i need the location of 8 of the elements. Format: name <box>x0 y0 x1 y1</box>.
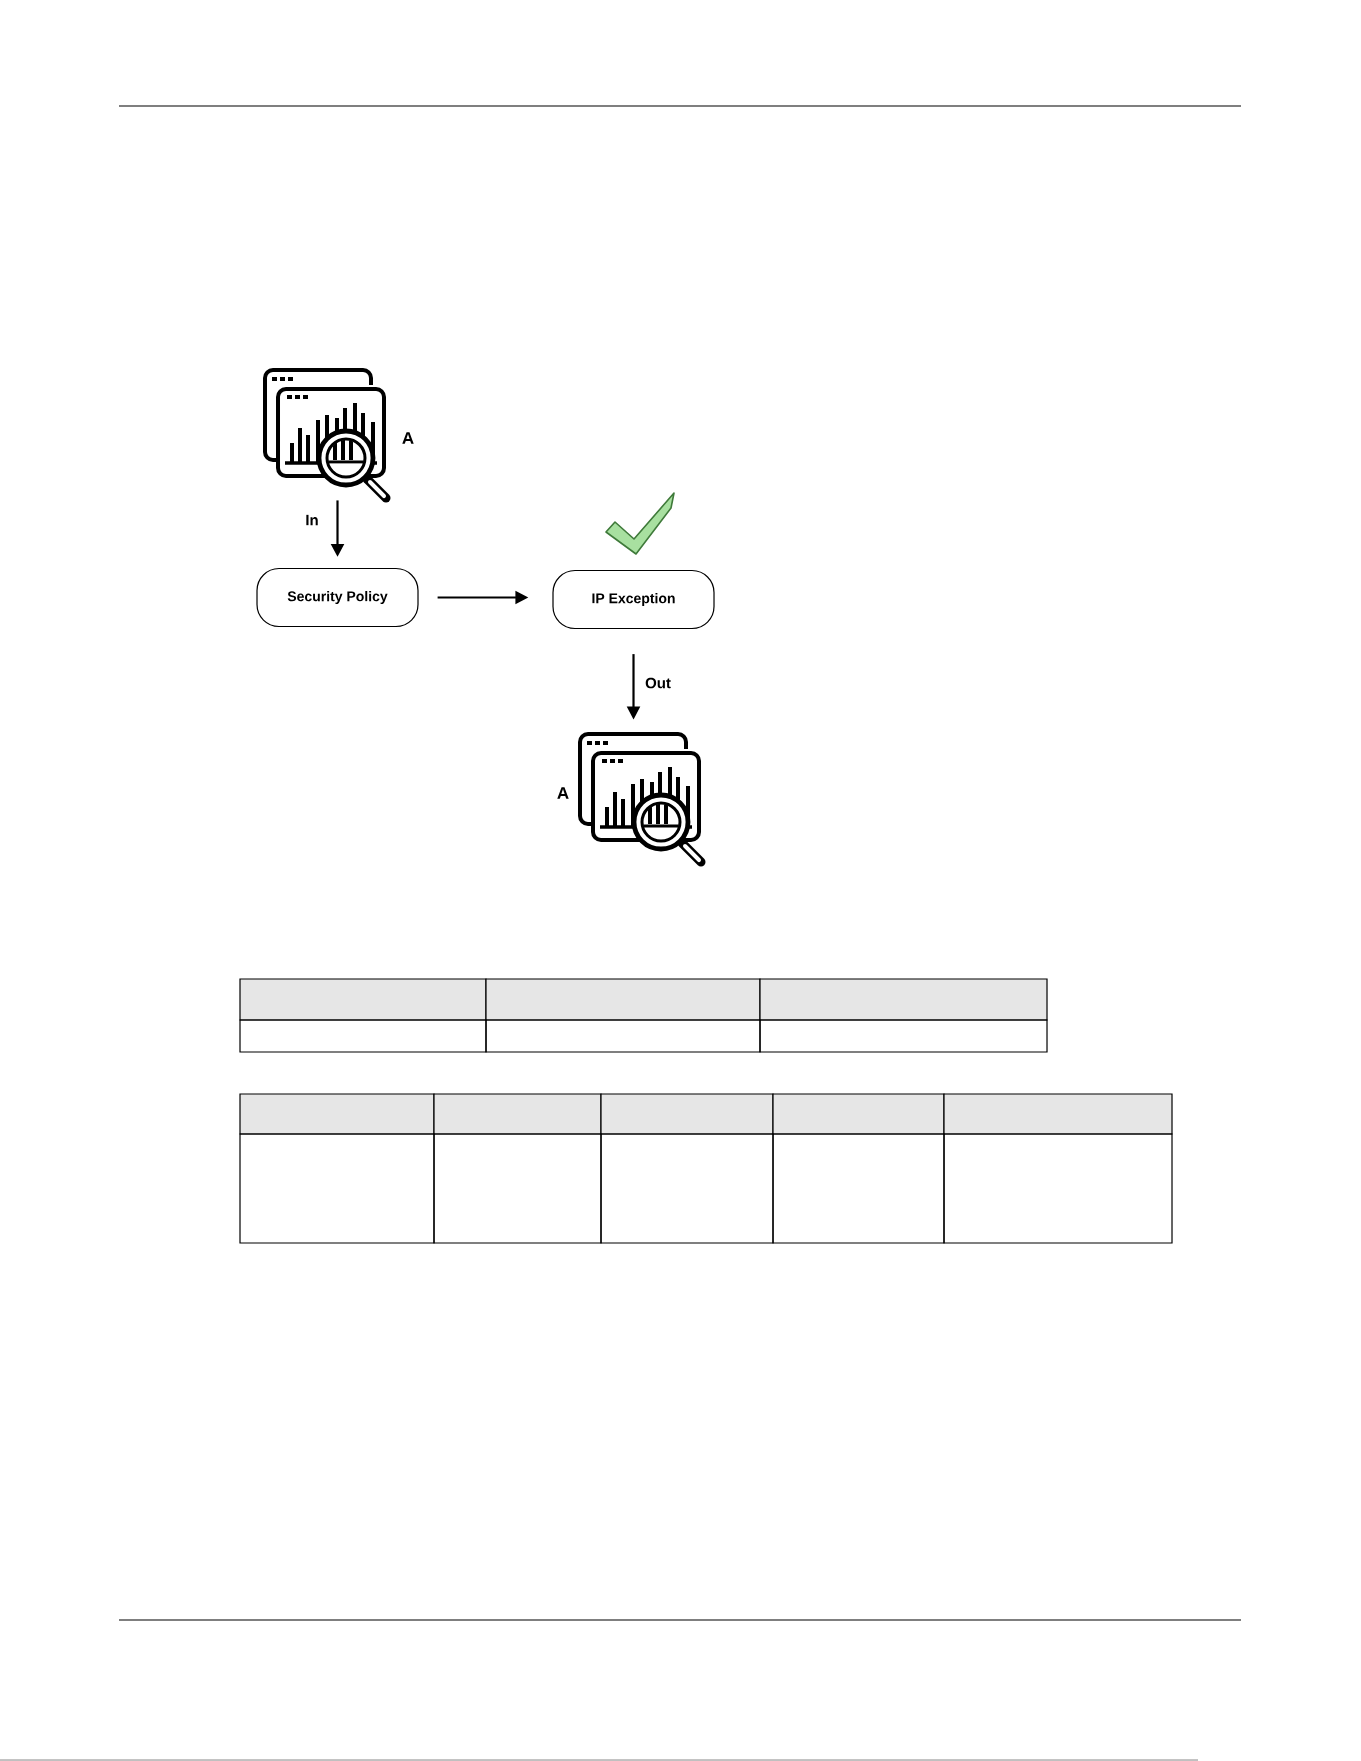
analytics-icon <box>578 732 706 867</box>
icon-label: A <box>402 432 414 444</box>
icon-label: A <box>557 787 569 799</box>
edge-label: In <box>303 512 321 528</box>
analytics-icon <box>263 368 391 503</box>
process-box: Security Policy <box>256 567 419 628</box>
edge-label: Out <box>643 675 673 691</box>
process-box: IP Exception <box>552 569 715 630</box>
